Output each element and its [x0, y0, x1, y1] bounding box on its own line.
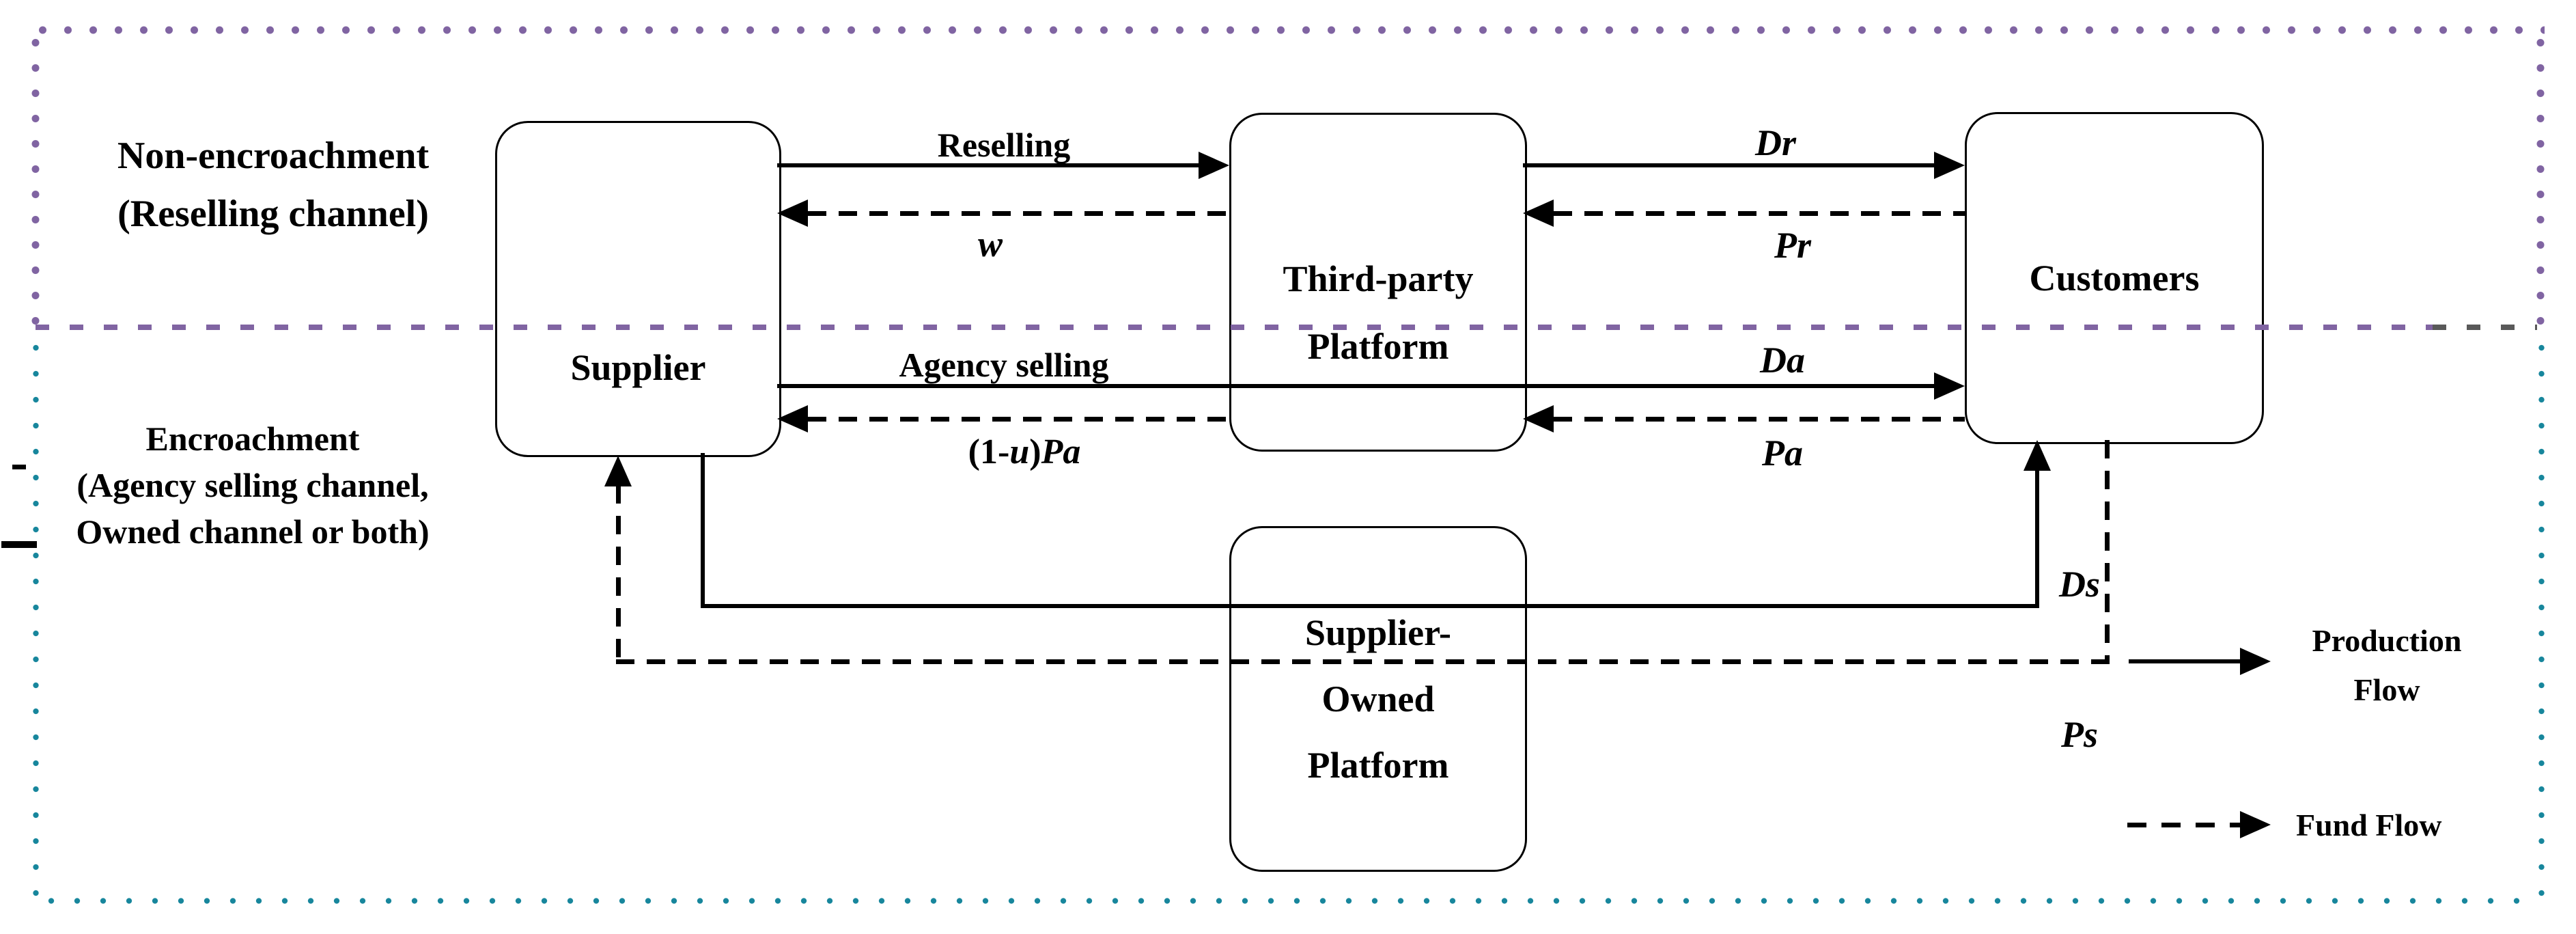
agency-selling-arrow-line [777, 384, 1936, 388]
encroachment-line3: Owned channel or both) [76, 512, 430, 551]
ps-arrowhead-icon [604, 456, 632, 486]
agency-payout-arrow-line [808, 417, 1229, 422]
agency-payout-part3: ) [1029, 432, 1041, 471]
reselling-arrowhead-icon [1199, 152, 1229, 179]
non-encroachment-line2: (Reselling channel) [117, 193, 429, 235]
non-encroachment-region-label: Non-encroachment (Reselling channel) [61, 127, 485, 243]
ps-down-line [2105, 440, 2110, 661]
customers-label: Customers [2029, 257, 2200, 299]
agency-payout-part1: (1- [968, 432, 1010, 471]
ds-horizontal-line [701, 604, 2039, 608]
supplier-owned-line2: Owned [1321, 678, 1435, 719]
agency-payout-label: (1-u)Pa [878, 433, 1171, 471]
bottom-teal-dotted-border [38, 898, 2538, 904]
encroachment-region-label: Encroachment (Agency selling channel, Ow… [58, 415, 447, 555]
agency-payout-part4: Pa [1041, 432, 1081, 471]
encroachment-line1: Encroachment [145, 420, 360, 458]
supplier-label: Supplier [570, 346, 706, 388]
non-encroachment-line1: Non-encroachment [117, 135, 430, 177]
left-teal-dotted-border [33, 335, 39, 896]
ds-down-line [701, 453, 705, 608]
pr-arrow-line [1554, 211, 1965, 216]
dr-arrow-line [1523, 163, 1936, 167]
pa-label: Pa [1762, 432, 1803, 473]
production-flow-line1: Production [2312, 623, 2462, 658]
fund-flow-legend-arrowhead-icon [2240, 811, 2271, 838]
ds-up-line [2035, 469, 2039, 608]
pa-arrowhead-icon [1523, 405, 1554, 432]
region-divider-gray-dotted [2433, 325, 2537, 330]
dr-arrowhead-icon [1934, 152, 1965, 179]
w-arrow-line [808, 211, 1229, 216]
supplier-owned-line3: Platform [1307, 744, 1449, 786]
supplier-owned-platform-label: Supplier- Owned Platform [1305, 600, 1451, 799]
reselling-label: Reselling [937, 126, 1071, 164]
ds-label: Ds [2058, 564, 2100, 605]
pr-label: Pr [1774, 225, 1811, 266]
ps-label: Ps [2061, 714, 2098, 755]
third-party-platform-label: Third-party Platform [1283, 245, 1473, 381]
dr-label: Dr [1754, 122, 1796, 163]
region-divider-purple-dotted [36, 325, 2433, 330]
da-label: Da [1760, 340, 1805, 381]
right-purple-dotted-border [2536, 30, 2545, 325]
supplier-owned-line1: Supplier- [1304, 612, 1452, 653]
supplier-box: Supplier [495, 121, 781, 457]
third-party-platform-box: Third-party Platform [1229, 113, 1527, 452]
production-flow-line2: Flow [2353, 672, 2420, 707]
reselling-arrow-line [777, 163, 1201, 167]
pr-arrowhead-icon [1523, 200, 1554, 227]
production-flow-legend-arrowhead-icon [2240, 648, 2271, 675]
agency-payout-part2: u [1009, 432, 1030, 471]
agency-selling-arrowhead-icon [1934, 372, 1965, 400]
ps-horizontal-line [616, 659, 2110, 664]
pa-arrow-line [1554, 417, 1965, 422]
third-party-line1: Third-party [1283, 258, 1474, 299]
fund-flow-legend-line [2127, 823, 2242, 827]
production-flow-legend-label: Production Flow [2274, 616, 2500, 715]
encroachment-line2: (Agency selling channel, [76, 466, 429, 504]
stray-dash-small [12, 465, 26, 469]
top-purple-dotted-border [30, 26, 2545, 34]
left-purple-dotted-border [31, 30, 40, 325]
w-label: w [977, 223, 1003, 264]
ds-arrowhead-icon [2024, 440, 2051, 471]
customers-box: Customers [1965, 112, 2264, 444]
production-flow-legend-line [2129, 659, 2242, 663]
third-party-line2: Platform [1307, 326, 1449, 367]
agency-selling-label: Agency selling [899, 346, 1109, 384]
supplier-owned-platform-box: Supplier- Owned Platform [1229, 526, 1527, 872]
right-teal-dotted-border [2538, 335, 2545, 896]
ps-up-line [616, 485, 621, 659]
stray-dash-long [1, 541, 37, 548]
fund-flow-legend-label: Fund Flow [2296, 808, 2442, 842]
w-arrowhead-icon [777, 200, 808, 227]
agency-payout-arrowhead-icon [777, 405, 808, 432]
